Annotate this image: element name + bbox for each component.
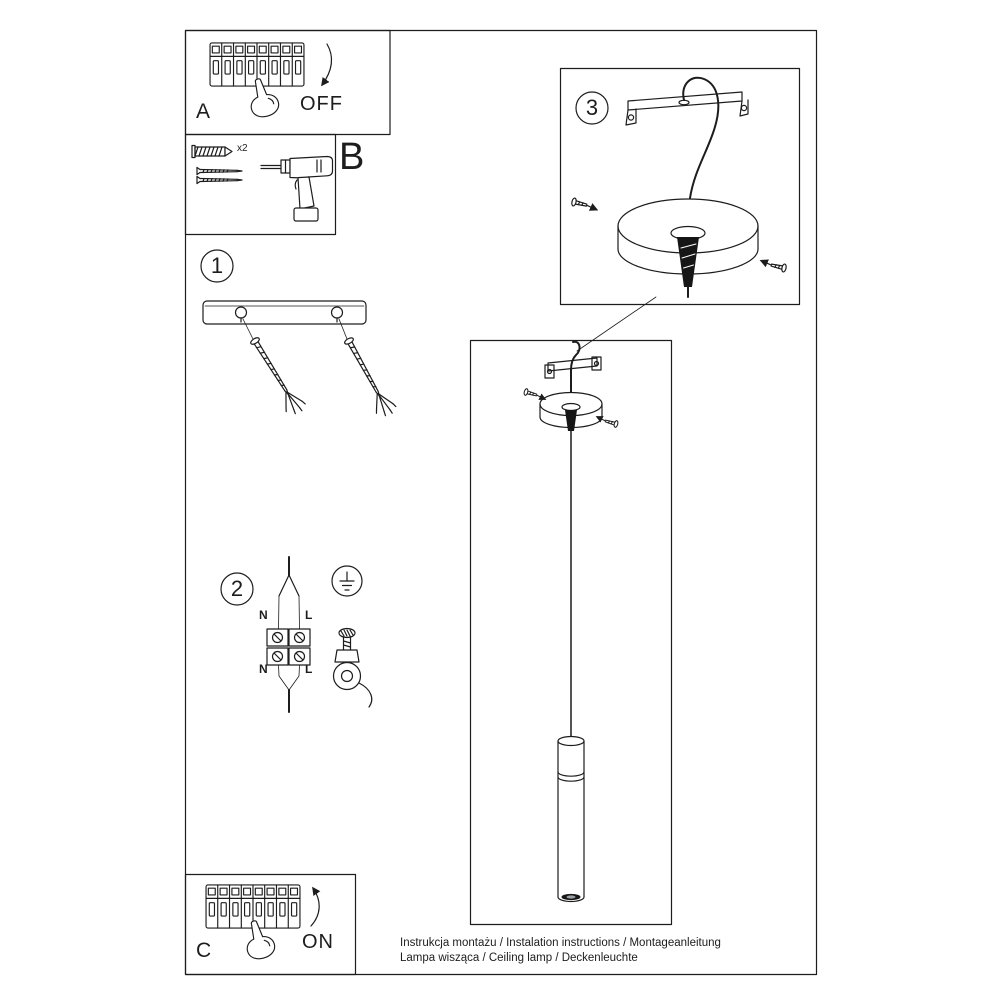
canopy-icon xyxy=(617,198,759,298)
screw-right-icon xyxy=(760,259,787,273)
step3-circle xyxy=(575,91,609,125)
bulb-icon xyxy=(566,895,576,899)
off-label: OFF xyxy=(300,93,343,115)
anchor-quantity-label: x2 xyxy=(237,143,248,154)
panel-c-label: C xyxy=(196,939,212,962)
ceiling-hook-bracket-icon xyxy=(544,340,602,398)
pendant-shade-icon xyxy=(557,735,585,903)
wall-anchor-icon xyxy=(191,144,233,159)
step3-box xyxy=(559,67,801,306)
off-arrow-icon xyxy=(321,43,332,87)
ceiling-bracket-icon xyxy=(625,91,749,126)
panel-b-label: B xyxy=(339,136,365,178)
terminal-block-icon xyxy=(266,628,311,666)
power-cable-icon xyxy=(682,76,720,199)
panel-a-label: A xyxy=(196,100,211,123)
screw-anchor-icon xyxy=(337,333,399,421)
power-off-box xyxy=(184,29,391,136)
page-frame xyxy=(184,29,818,976)
step1-number: 1 xyxy=(210,253,224,278)
supply-wire-icon xyxy=(278,556,300,713)
wire-l-top-label: L xyxy=(305,608,313,622)
step2-circle xyxy=(220,572,254,606)
strain-relief-cone-icon xyxy=(677,237,699,287)
step2-number: 2 xyxy=(230,576,244,601)
strain-relief-cone-icon xyxy=(565,410,577,431)
step1-circle xyxy=(200,249,234,283)
on-label: ON xyxy=(302,931,334,953)
cable-clamp-icon xyxy=(332,627,373,708)
wire-n-bottom-label: N xyxy=(259,662,268,676)
power-on-box xyxy=(184,873,357,976)
on-arrow-icon xyxy=(310,886,321,927)
footer-line1: Instrukcja montażu / Instalation instruc… xyxy=(400,937,721,949)
pendant-lamp-box xyxy=(469,339,673,926)
screw-anchor-icon xyxy=(243,333,308,419)
detail-leader-line xyxy=(576,296,657,352)
screw-left-icon xyxy=(571,198,598,212)
small-canopy-icon xyxy=(539,391,603,431)
step3-number: 3 xyxy=(585,95,599,120)
screws-icon xyxy=(196,166,243,185)
wire-n-top-label: N xyxy=(259,608,268,622)
wire-l-bottom-label: L xyxy=(305,662,313,676)
step2-drawing xyxy=(220,556,373,713)
footer-line2: Lampa wisząca / Ceiling lamp / Deckenleu… xyxy=(400,952,638,964)
drill-icon xyxy=(260,155,334,222)
step1-drawing xyxy=(200,249,399,421)
tools-box xyxy=(184,133,337,236)
mounting-strip-icon xyxy=(202,300,367,325)
earth-symbol-icon xyxy=(331,565,363,597)
